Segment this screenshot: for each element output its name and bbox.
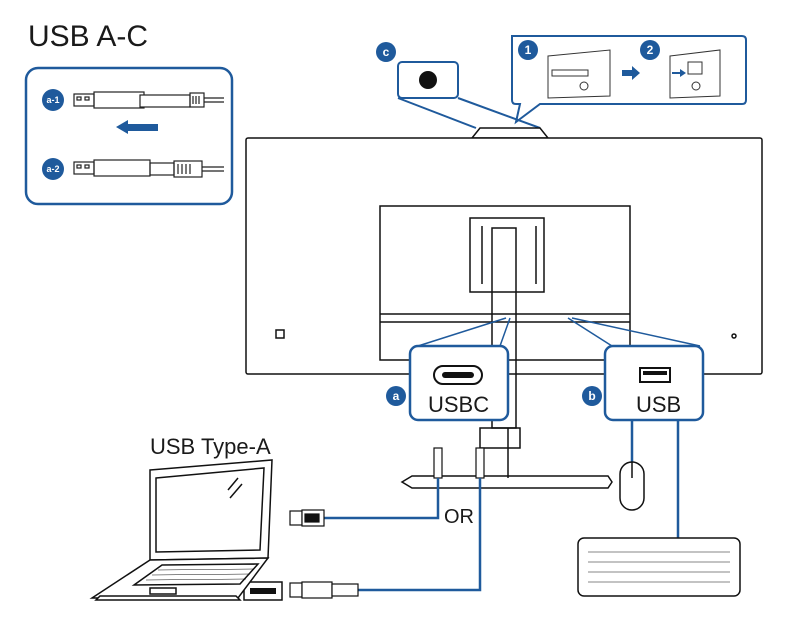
laptop-illustration	[89, 459, 273, 601]
webcam-step2-badge: 2	[640, 40, 660, 60]
webcam-badge: c	[376, 42, 396, 62]
webcam-step1-illustration	[547, 49, 611, 99]
cable-usbc-to-usba-2	[354, 478, 482, 592]
insert-direction-arrow	[116, 120, 158, 134]
usb-port-label: USB	[636, 392, 682, 417]
webcam-callout-frame	[397, 61, 459, 99]
usbc-plugs	[433, 447, 485, 479]
monitor-illustration	[245, 127, 763, 489]
adapter-inset-frame	[24, 66, 234, 206]
step-a2-badge: a-2	[42, 158, 64, 180]
usbc-port-icon	[433, 365, 483, 385]
step-arrow	[622, 66, 640, 80]
step-a1-badge: a-1	[42, 89, 64, 111]
adapter-a1-illustration	[73, 91, 224, 109]
laptop-label: USB Type-A	[150, 434, 271, 459]
port-a-badge: a	[386, 386, 406, 406]
webcam-step1-badge: 1	[518, 40, 538, 60]
webcam-step2-illustration	[669, 49, 721, 99]
cable-usbc-to-usba-1	[322, 478, 440, 520]
webcam-steps-frame	[511, 35, 747, 125]
adapter-a2-illustration	[73, 159, 224, 178]
usba-plug-1	[289, 509, 325, 527]
port-b-badge: b	[582, 386, 602, 406]
or-label: OR	[444, 506, 474, 528]
page-title: USB A-C	[28, 20, 149, 53]
webcam-lens	[419, 71, 437, 89]
usba-plug-2	[289, 581, 359, 599]
keyboard-illustration	[577, 537, 741, 597]
usb-port-icon	[639, 367, 671, 383]
usbc-port-label: USBC	[428, 392, 490, 417]
mouse-illustration	[619, 461, 645, 511]
